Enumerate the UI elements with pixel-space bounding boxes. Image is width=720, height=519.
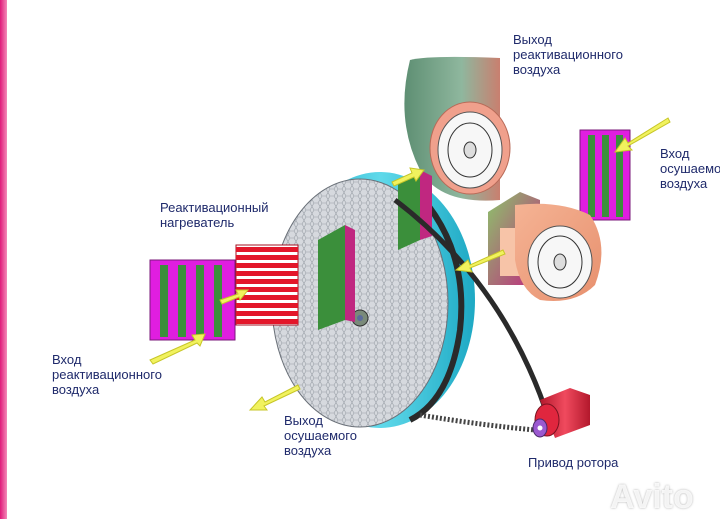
label-regen-air-inlet: Вход реактивационного воздуха — [52, 352, 162, 397]
label-regen-air-outlet: Выход реактивационного воздуха — [513, 32, 623, 77]
heater-fin — [236, 303, 298, 308]
regen-exhaust-fan — [404, 56, 511, 201]
label-dried-air-outlet: Выход осушаемого воздуха — [284, 413, 357, 458]
drive-belt — [393, 198, 548, 433]
desiccant-rotor — [271, 172, 475, 428]
watermark-logo: Avito — [610, 478, 694, 516]
heater-fin — [236, 279, 298, 284]
heater-fin — [236, 255, 298, 260]
label-regen-heater: Реактивационный нагреватель — [160, 200, 269, 230]
heater-fin — [236, 287, 298, 292]
regen-inlet-filter — [149, 259, 236, 341]
heater-fin — [236, 263, 298, 268]
airflow-arrows — [149, 117, 671, 411]
heater-fin — [236, 311, 298, 316]
heater-fin — [236, 319, 298, 324]
heater-fin — [236, 247, 298, 252]
arrow-dried-in — [613, 117, 671, 153]
process-air-fan — [488, 192, 602, 301]
arrow-heater-in — [219, 289, 250, 305]
heater-fin — [236, 271, 298, 276]
arrow-dried-out — [248, 384, 301, 411]
arrow-regen-in — [149, 333, 206, 365]
arrow-regen-out — [391, 167, 425, 187]
rotor-drive-motor — [532, 388, 590, 438]
regen-heater — [235, 244, 299, 326]
heater-fin — [236, 295, 298, 300]
label-rotor-drive: Привод ротора — [528, 455, 619, 470]
left-frame-accent — [0, 0, 7, 519]
arrow-process-to-wheel — [454, 249, 506, 273]
label-dried-air-inlet: Вход осушаемо воздуха — [660, 146, 720, 191]
dried-air-inlet-filter — [579, 129, 631, 221]
